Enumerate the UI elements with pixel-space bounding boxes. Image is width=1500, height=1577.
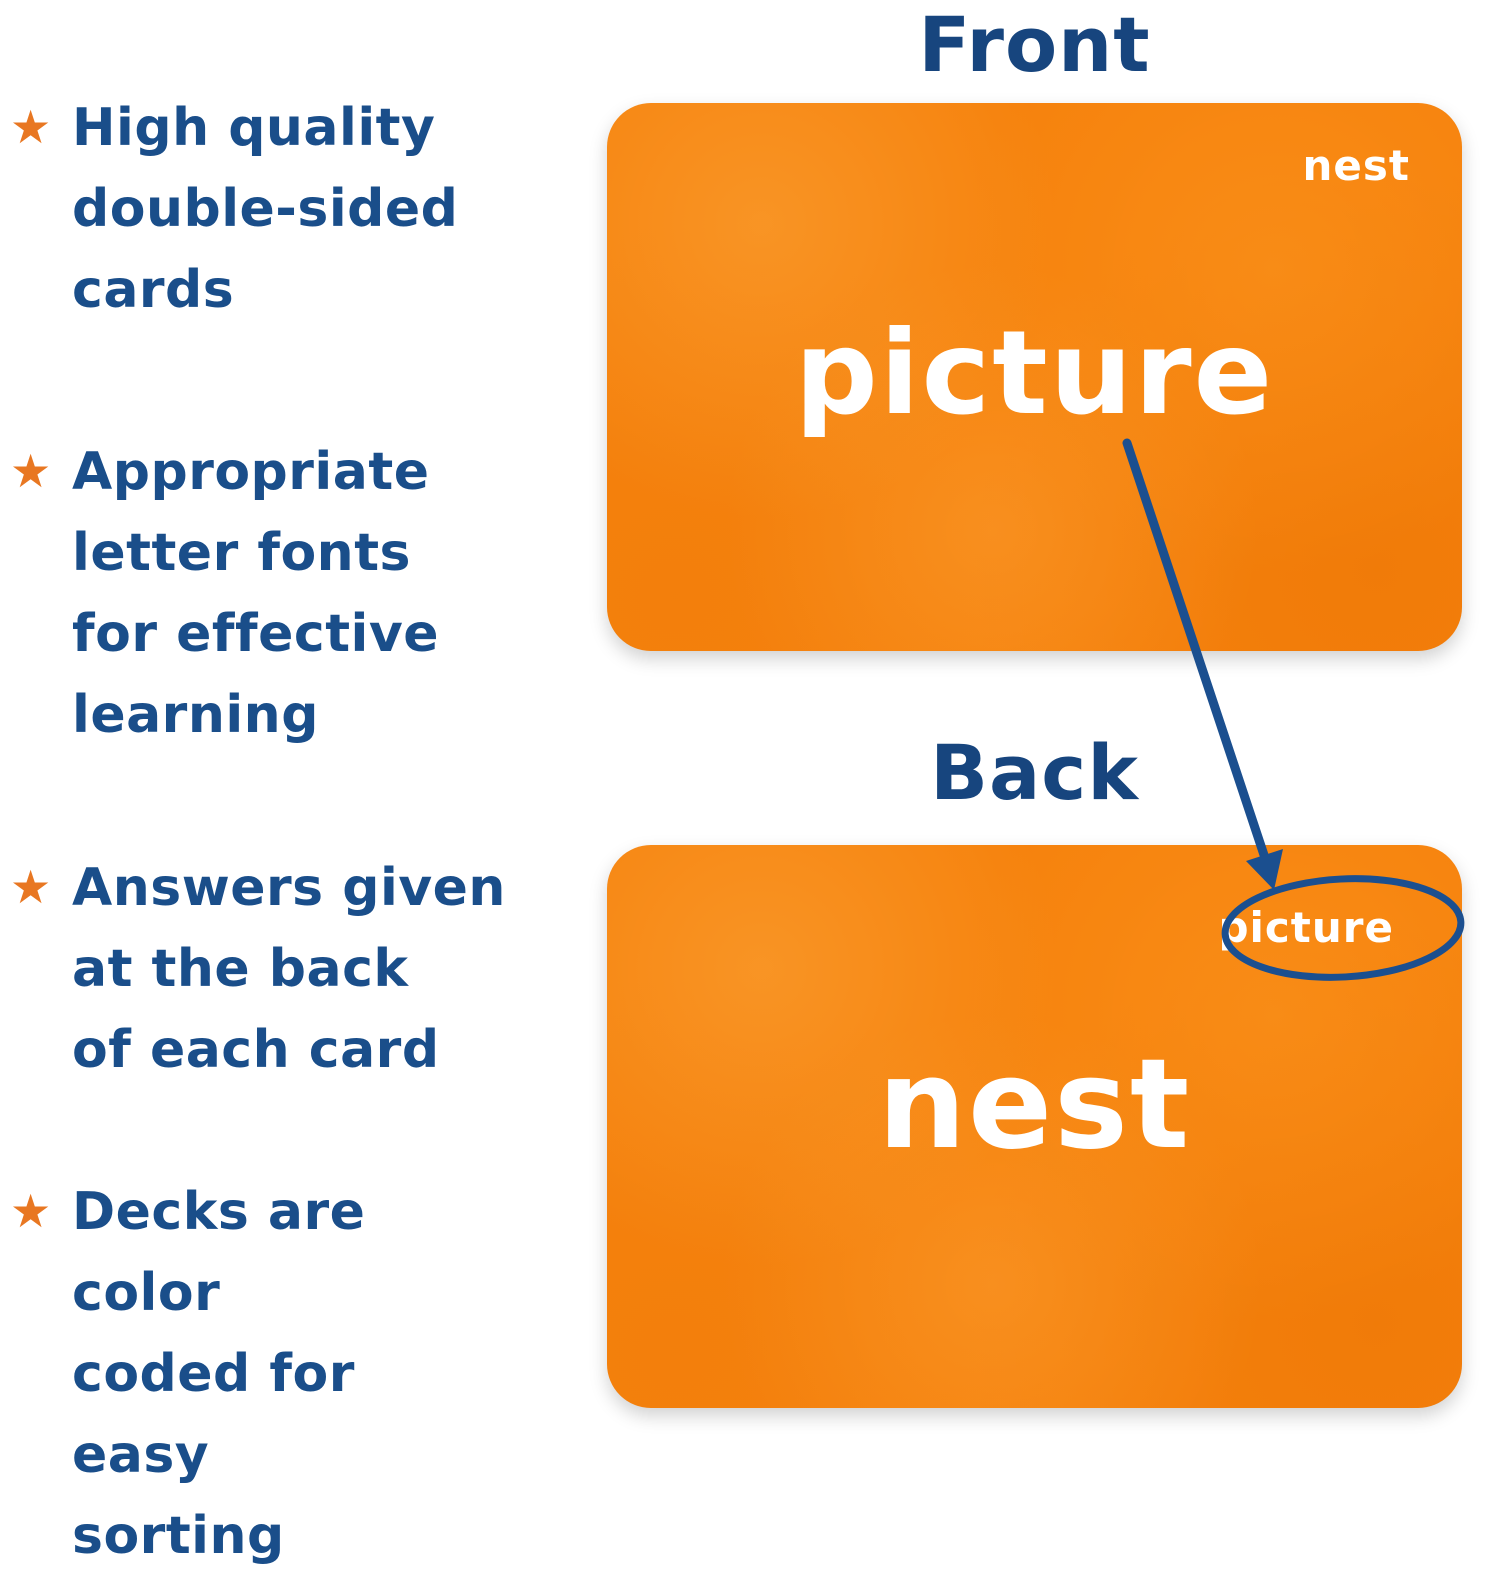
star-icon: ★ xyxy=(10,1184,52,1238)
feature-text: Answers given at the back of each card xyxy=(72,858,506,1080)
feature-item: ★ Appropriate letter fonts for effective… xyxy=(10,432,510,756)
back-card-corner-label: picture xyxy=(1218,903,1394,952)
front-section-title: Front xyxy=(918,0,1151,89)
star-icon: ★ xyxy=(10,100,52,154)
star-icon: ★ xyxy=(10,860,52,914)
front-card-main-word: picture xyxy=(794,305,1275,441)
feature-text: Appropriate letter fonts for effective l… xyxy=(72,442,440,745)
back-section-title: Back xyxy=(930,728,1139,817)
star-icon: ★ xyxy=(10,444,52,498)
feature-item: ★ Answers given at the back of each card xyxy=(10,848,510,1091)
back-card-main-word: nest xyxy=(877,1032,1192,1177)
feature-text: High quality double-sided cards xyxy=(72,98,459,320)
feature-text: Decks are color coded for easy sorting xyxy=(72,1182,366,1566)
feature-item: ★ Decks are color coded for easy sorting xyxy=(10,1172,510,1577)
back-card: picture nest xyxy=(607,845,1462,1408)
feature-item: ★ High quality double-sided cards xyxy=(10,88,510,331)
front-card: nest picture xyxy=(607,103,1462,651)
front-card-corner-label: nest xyxy=(1302,141,1410,190)
